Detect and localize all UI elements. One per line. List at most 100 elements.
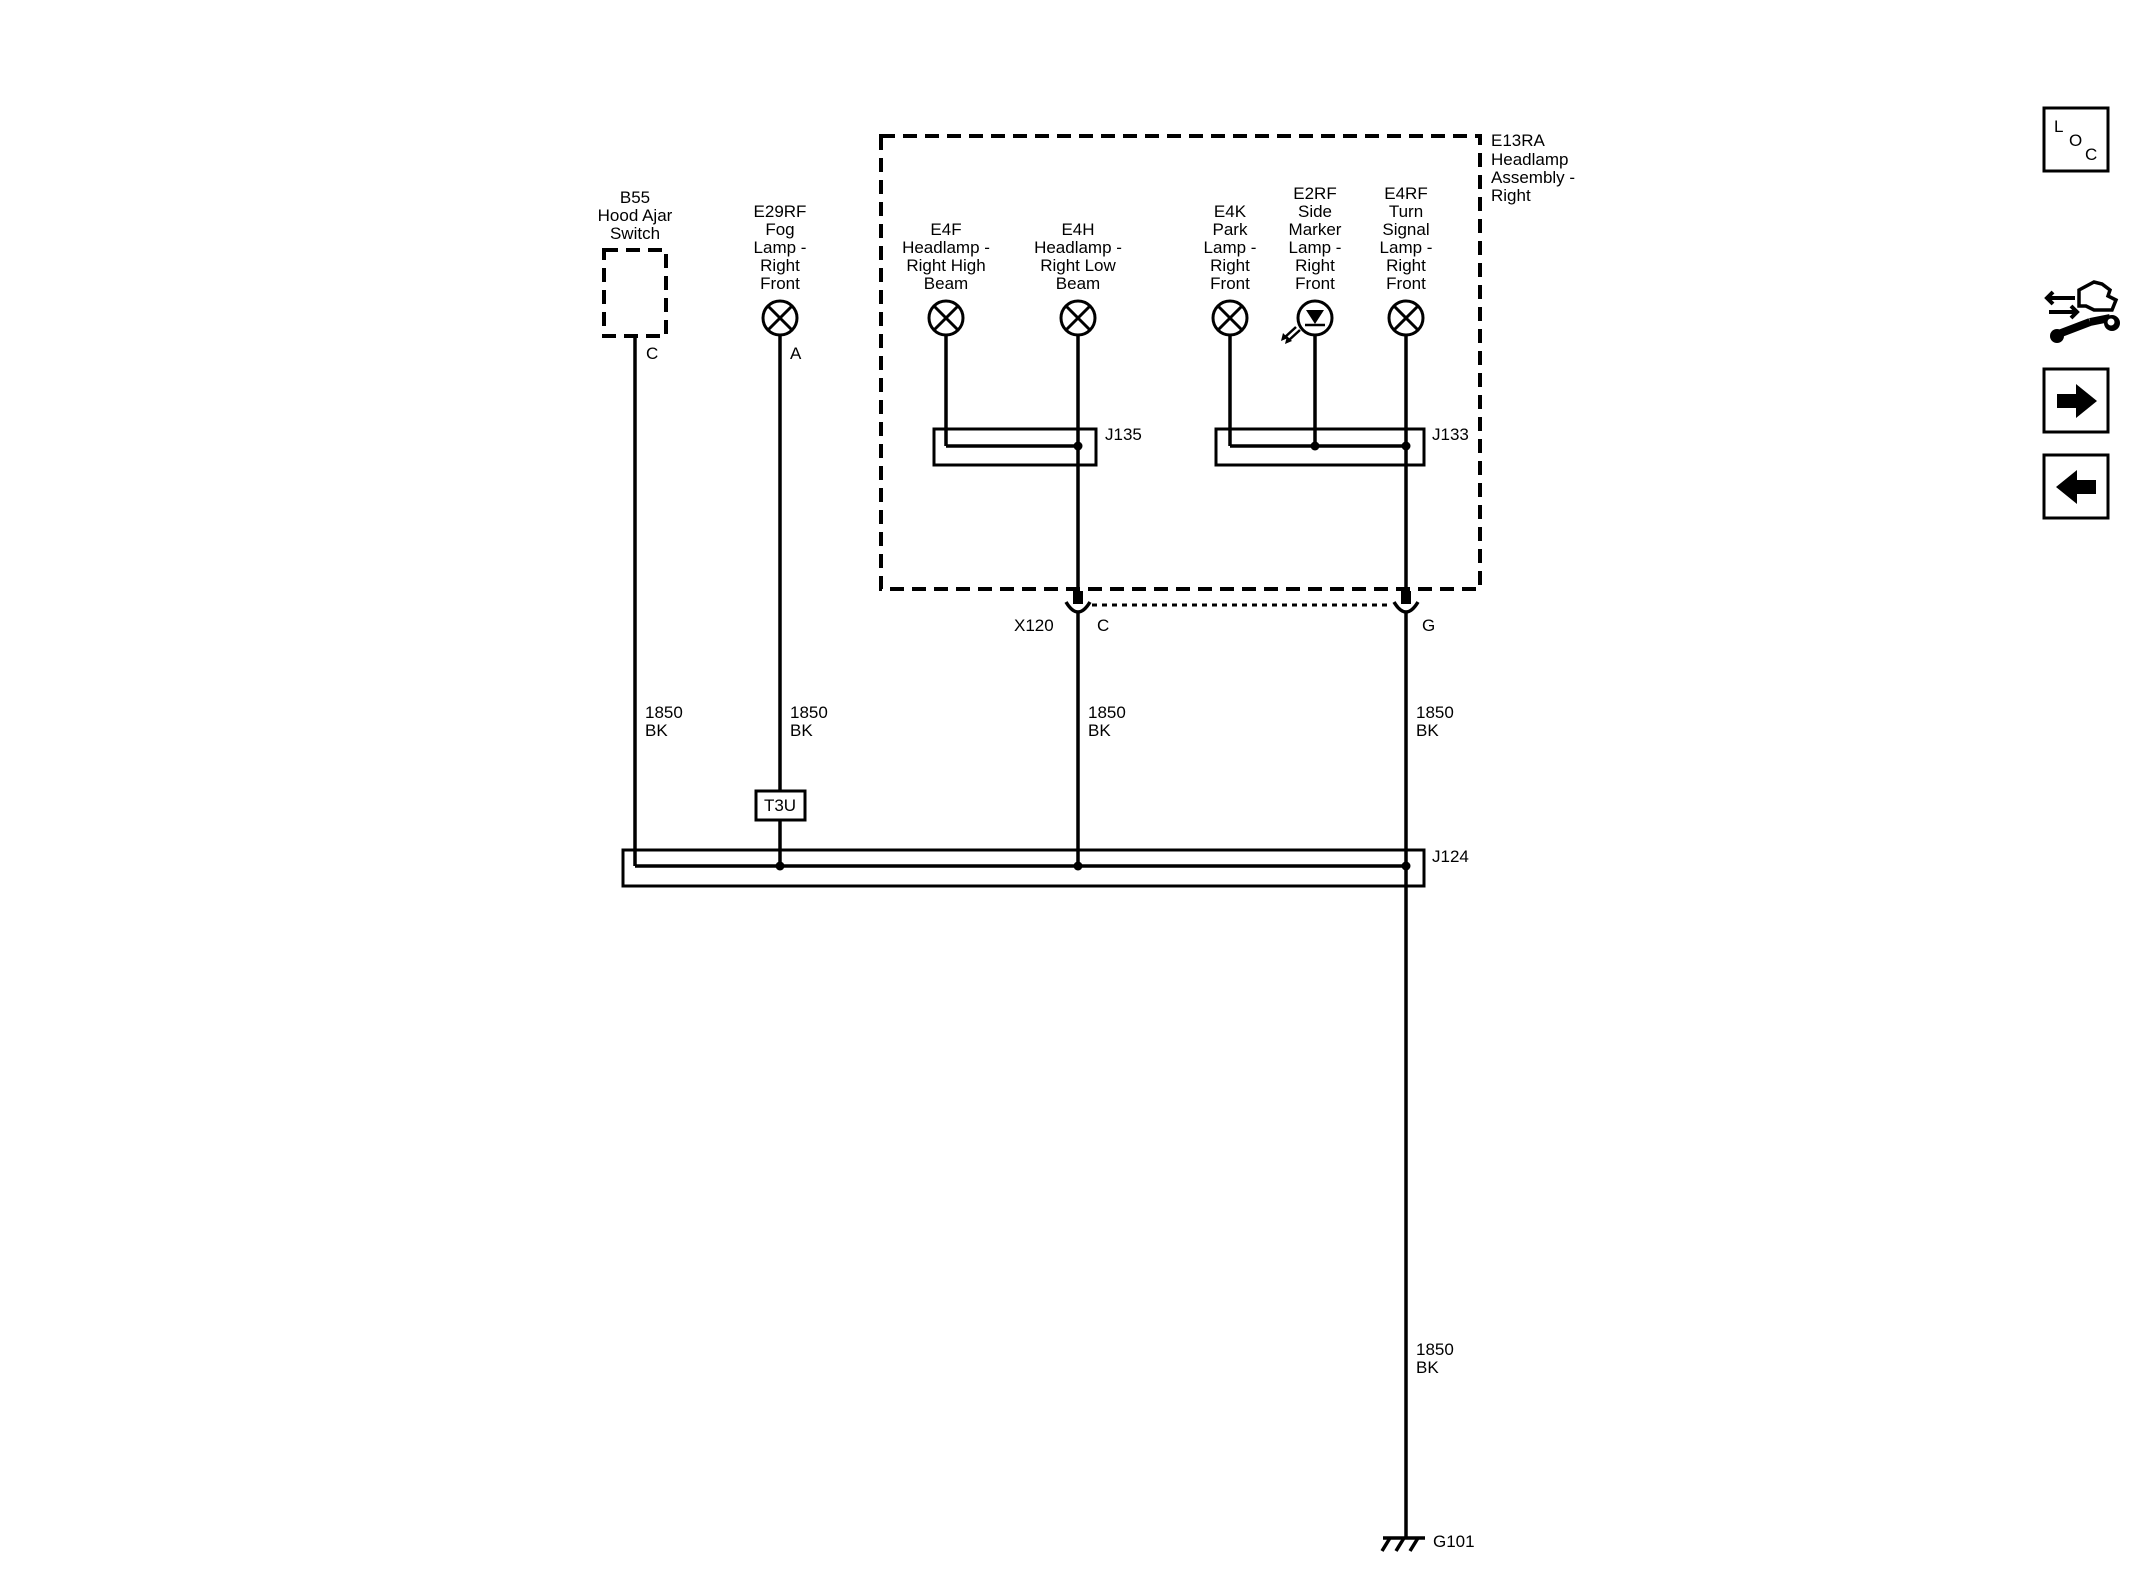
g101-label: G101 [1433,1532,1475,1551]
t3u-inline: T3U [754,789,807,822]
b55-hood-ajar-switch[interactable]: B55 Hood Ajar Switch C [598,188,673,363]
e13ra-id: E13RA [1491,131,1546,150]
e4k-lamp-cross [1216,304,1244,332]
b55-line1: Hood Ajar [598,206,673,225]
e4k-line1: Park [1213,220,1248,239]
j124-junction-dot-1 [775,861,785,871]
ground-wire-color: BK [1416,1358,1439,1377]
e4h-wire-color: BK [1088,721,1111,740]
x120-pin-g-block [1401,591,1411,604]
back-page-button[interactable] [2042,453,2110,520]
b55-switch-box [602,248,668,338]
e4rf-line5: Front [1386,274,1426,293]
e2rf-side-marker-lamp[interactable]: E2RF Side Marker Lamp - Right Front [1281,184,1342,344]
j133-label: J133 [1432,425,1469,444]
next-page-button[interactable] [2042,367,2110,434]
e4h-line1: Headlamp - [1034,238,1122,257]
e4rf-line2: Signal [1382,220,1429,239]
e2rf-led-triangle [1306,310,1324,324]
e2rf-line4: Right [1295,256,1335,275]
e4f-line3: Beam [924,274,968,293]
e2rf-line2: Marker [1289,220,1342,239]
e4rf-line3: Lamp - [1380,238,1433,257]
e29rf-wire-circuit: 1850 [790,703,828,722]
arrow-left-icon [2056,470,2096,504]
b55-line2: Switch [610,224,660,243]
e13ra-line2: Assembly - [1491,168,1575,187]
j124-box [621,848,1426,888]
j133-box [1214,427,1426,467]
loc-letter-c: C [2085,145,2097,164]
e4rf-line4: Right [1386,256,1426,275]
j124-junction-dot-2 [1073,861,1083,871]
x120-id: X120 [1014,616,1054,635]
j133-splice: J133 [1214,335,1469,467]
e29rf-line2: Lamp - [754,238,807,257]
e4rf-id: E4RF [1384,184,1427,203]
loc-letter-l: L [2054,117,2063,136]
e4rf-line1: Turn [1389,202,1423,221]
e2rf-line5: Front [1295,274,1335,293]
t3u-label: T3U [764,796,796,815]
j124-junction-dot-3 [1401,861,1411,871]
g101-ground-hatch [1380,1537,1420,1552]
e4k-id: E4K [1214,202,1247,221]
e4f-high-beam-lamp[interactable]: E4F Headlamp - Right High Beam [902,220,990,337]
loc-letter-o: O [2069,131,2082,150]
location-button[interactable]: L O C [2042,106,2110,173]
e4f-line2: Right High [906,256,985,275]
e2rf-line3: Lamp - [1289,238,1342,257]
j124-label: J124 [1432,847,1469,866]
e4h-wire-circuit: 1850 [1088,703,1126,722]
e4h-low-beam-lamp[interactable]: E4H Headlamp - Right Low Beam [1034,220,1122,337]
e4f-line1: Headlamp - [902,238,990,257]
b55-pin: C [646,344,658,363]
ground-wire-circuit: 1850 [1416,1340,1454,1359]
e2rf-id: E2RF [1293,184,1336,203]
e29rf-lamp-cross [766,304,794,332]
connector-wrench-button[interactable] [2044,280,2120,343]
e4k-park-lamp[interactable]: E4K Park Lamp - Right Front [1204,202,1257,337]
e29rf-line1: Fog [765,220,794,239]
j124-splice: J124 [621,847,1469,888]
j135-label: J135 [1105,425,1142,444]
x120-pin-c-block [1073,591,1083,604]
e4h-line3: Beam [1056,274,1100,293]
e2rf-led-arrowheads [1281,333,1292,344]
b55-wire-circuit: 1850 [645,703,683,722]
e4h-id: E4H [1061,220,1094,239]
e4rf-wire-color: BK [1416,721,1439,740]
location-button-frame [2042,106,2110,173]
g101-ground[interactable]: G101 [1380,1532,1475,1552]
e29rf-pin: A [790,344,802,363]
e29rf-line3: Right [760,256,800,275]
b55-id: B55 [620,188,650,207]
e4h-line2: Right Low [1040,256,1116,275]
e29rf-line4: Front [760,274,800,293]
j135-box [932,427,1098,467]
e4f-id: E4F [930,220,961,239]
j133-junction-dot-1 [1310,441,1320,451]
e4h-lamp-cross [1064,304,1092,332]
e29rf-wire-color: BK [790,721,813,740]
e13ra-line3: Right [1491,186,1531,205]
e4f-lamp-cross [932,304,960,332]
e29rf-fog-lamp[interactable]: E29RF Fog Lamp - Right Front A [754,202,807,363]
e4k-line2: Lamp - [1204,238,1257,257]
e4rf-wire-circuit: 1850 [1416,703,1454,722]
connector-wrench-icon [2044,280,2120,343]
e4k-line3: Right [1210,256,1250,275]
x120-pin-c: C [1097,616,1109,635]
e4rf-turn-signal-lamp[interactable]: E4RF Turn Signal Lamp - Right Front [1380,184,1433,337]
e29rf-id: E29RF [754,202,807,221]
j135-splice: J135 [932,335,1142,467]
arrow-right-icon [2057,384,2097,418]
e13ra-line1: Headlamp [1491,150,1569,169]
e13ra-assembly-boundary [879,134,1482,591]
x120-pin-g: G [1422,616,1435,635]
b55-wire-color: BK [645,721,668,740]
e4rf-lamp-cross [1392,304,1420,332]
e2rf-line1: Side [1298,202,1332,221]
next-page-button-frame [2042,367,2110,434]
